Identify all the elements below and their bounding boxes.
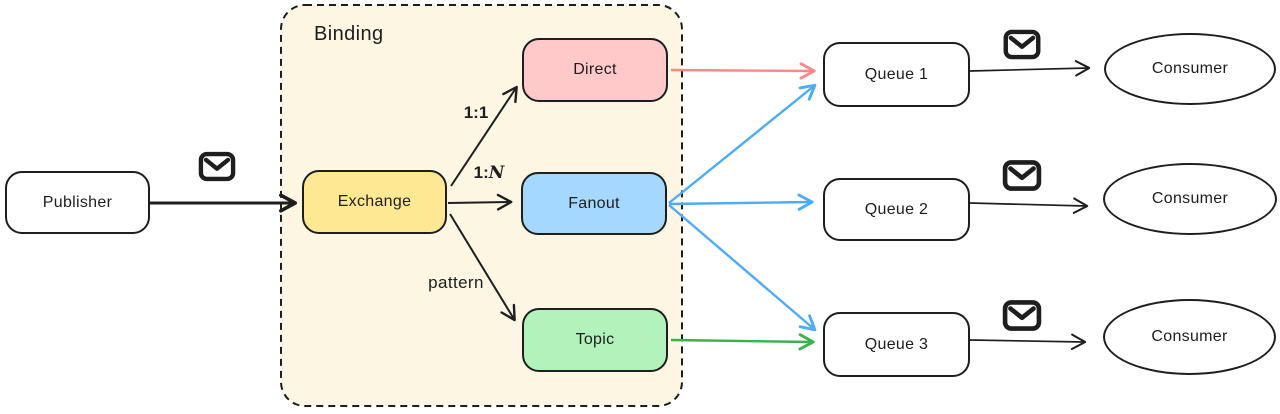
- edge-queue2-consumer2: [969, 197, 1089, 214]
- node-consumer-2: Consumer: [1103, 163, 1277, 235]
- node-fanout-label: Fanout: [568, 194, 620, 212]
- edge-exchange-fanout: [447, 193, 513, 211]
- node-queue-3-label: Queue 3: [864, 335, 929, 353]
- node-direct: Direct: [522, 38, 668, 102]
- node-exchange-label: Exchange: [337, 193, 412, 210]
- binding-group-label: Binding: [314, 23, 384, 45]
- node-topic: Topic: [522, 308, 668, 372]
- edge-label-fanout-binding: 1:N: [473, 163, 505, 183]
- node-consumer-1: Consumer: [1104, 33, 1276, 105]
- node-queue-1-label: Queue 1: [864, 65, 929, 83]
- edge-fanout-queue1: [668, 83, 817, 204]
- envelope-icon: [1002, 159, 1042, 197]
- edge-fanout-queue3: [668, 204, 817, 332]
- node-publisher-label: Publisher: [42, 193, 113, 211]
- envelope-icon: [1002, 29, 1042, 65]
- edge-exchange-topic: [449, 213, 516, 322]
- node-consumer-2-label: Consumer: [1151, 190, 1229, 207]
- edge-label-topic-binding: pattern: [428, 273, 484, 292]
- node-exchange: Exchange: [302, 170, 447, 234]
- node-consumer-1-label: Consumer: [1151, 60, 1229, 77]
- edge-fanout-queue2: [668, 193, 814, 211]
- edge-queue1-consumer1: [969, 60, 1091, 77]
- node-topic-label: Topic: [575, 331, 615, 348]
- edge-exchange-direct: [450, 85, 518, 187]
- edge-queue3-consumer3: [969, 333, 1087, 351]
- edge-label-direct-binding: 1:1: [463, 103, 489, 122]
- envelope-icon: [1002, 299, 1042, 337]
- node-queue-1: Queue 1: [823, 42, 970, 107]
- envelope-icon: [198, 151, 236, 187]
- edge-topic-queue3: [670, 333, 815, 351]
- node-fanout: Fanout: [521, 172, 667, 235]
- node-consumer-3-label: Consumer: [1151, 328, 1228, 345]
- edge-direct-queue1: [670, 62, 816, 80]
- node-queue-3: Queue 3: [823, 312, 970, 377]
- italic-n: N: [488, 163, 505, 183]
- node-queue-2-label: Queue 2: [864, 200, 929, 218]
- node-publisher: Publisher: [5, 171, 150, 234]
- node-queue-2: Queue 2: [823, 178, 970, 241]
- node-direct-label: Direct: [573, 61, 617, 78]
- node-consumer-3: Consumer: [1103, 299, 1276, 375]
